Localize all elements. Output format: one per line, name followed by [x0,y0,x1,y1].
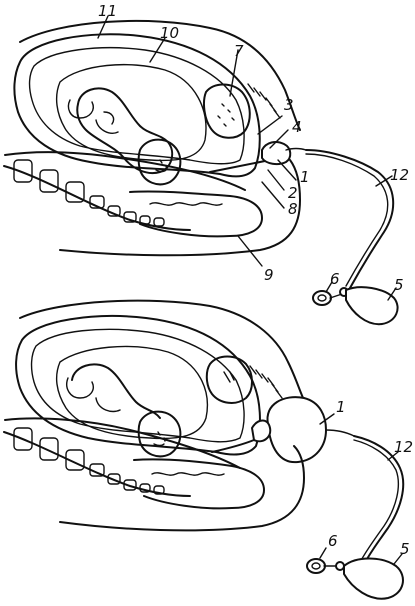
bottom-pubic-hair [250,366,282,398]
bottom-label-1: 1 [336,398,346,416]
top-label-12: 12 [390,166,409,184]
top-label-6: 6 [330,270,340,288]
top-fetus-arm [68,100,93,118]
bottom-label-12: 12 [394,438,413,456]
top-label-5: 5 [394,276,404,294]
bottom-vertebra-2 [40,438,58,460]
bottom-panel: 1 12 6 5 [4,301,413,599]
bottom-leader-6 [320,548,326,558]
top-label-7: 7 [234,42,244,60]
top-pump-bulb-5[interactable] [346,287,398,324]
top-label-3: 3 [284,96,294,114]
top-panel: 11 10 7 3 4 1 12 2 8 6 5 9 [4,2,409,324]
top-leader-3 [258,116,282,134]
bottom-amniotic-sac [57,347,208,439]
top-bladder [204,85,250,138]
top-label-8: 8 [288,200,298,218]
bottom-fetus-body [72,364,160,418]
top-label-11: 11 [98,2,117,20]
top-rectum-wave [150,203,222,205]
top-vertebra-8 [154,218,164,226]
top-label-4: 4 [292,118,302,136]
bottom-buttock-contour [60,446,304,530]
top-device-stem [286,149,306,151]
bottom-bladder-stipple [224,372,234,382]
bottom-device-stem [326,430,354,436]
bottom-valve-6[interactable] [307,559,325,573]
bottom-fetus-limbs [67,378,120,412]
top-leader-1 [278,160,296,180]
top-label-10: 10 [160,24,179,42]
bottom-rectum [134,459,264,508]
top-device-cup [262,142,290,164]
top-fetus [68,88,180,184]
top-tube-12-inner [306,154,388,286]
bottom-inflated-balloon[interactable] [267,397,326,462]
top-label-9: 9 [264,266,274,284]
top-rectum [130,191,262,236]
bottom-balloon-neck [252,421,270,442]
top-tube-12 [306,150,393,288]
bottom-connector-node [336,562,344,570]
bottom-label-6: 6 [328,532,338,550]
bottom-rectum-wave [152,473,224,475]
bottom-tube-12-inner [354,440,398,566]
top-bladder-stipple [218,104,234,126]
top-leader-2 [268,170,284,190]
top-label-1: 1 [300,168,310,186]
top-valve-6[interactable] [313,291,331,305]
top-fetus-leg [96,112,118,133]
bottom-label-5: 5 [400,540,410,558]
